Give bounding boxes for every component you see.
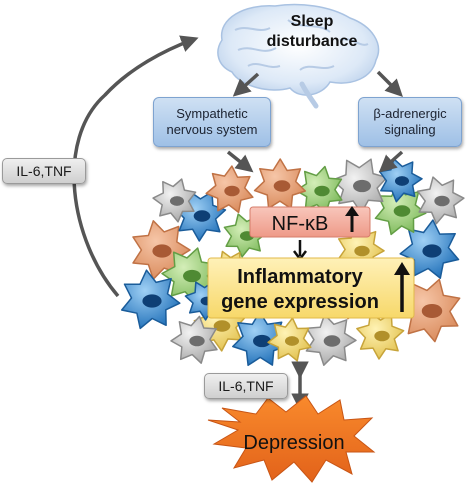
cell-nucleus: [323, 335, 341, 347]
cell-nucleus: [169, 196, 185, 206]
cell-nucleus: [421, 303, 443, 319]
sympathetic-nervous-system-box: Sympathetic nervous system: [153, 97, 271, 147]
beta-adrenergic-box: β-adrenergic signaling: [358, 97, 462, 147]
sympathetic-line2: nervous system: [166, 122, 258, 137]
cell-nucleus: [152, 244, 172, 258]
brain-label-line1: Sleep: [290, 13, 334, 30]
sympathetic-line1: Sympathetic: [176, 106, 248, 121]
brain-label-line2: disturbance: [266, 33, 358, 50]
cell-nucleus: [189, 335, 205, 347]
cell-nucleus: [422, 244, 442, 258]
cell-nucleus: [284, 336, 300, 346]
inflammatory-line2: gene expression: [221, 291, 379, 313]
cell-nucleus: [142, 294, 162, 308]
cell-nucleus: [253, 334, 271, 348]
nfkb-label: NF-κB: [272, 213, 329, 235]
feedback-loop-arrow: [72, 35, 199, 298]
arrow-brain-to-sympathetic: [232, 72, 260, 97]
cell-nucleus: [394, 176, 410, 186]
cell-nucleus: [183, 269, 201, 283]
depression-label: Depression: [243, 432, 344, 454]
arrow-sympathetic-to-cells: [226, 150, 254, 173]
inflammatory-box: [207, 257, 415, 319]
cell-nucleus: [273, 180, 291, 192]
cytokines-top-label: IL-6,TNF: [16, 163, 72, 179]
beta-line2: signaling: [384, 122, 436, 137]
brain-label: Sleep disturbance: [262, 12, 362, 52]
cell-nucleus: [353, 179, 371, 193]
cytokines-bottom-label: IL-6,TNF: [218, 378, 274, 394]
cell-nucleus: [193, 210, 211, 222]
brain-icon: [217, 3, 380, 109]
cell-cluster: [120, 158, 465, 367]
cell-nucleus: [213, 320, 231, 332]
cell-nucleus: [354, 245, 370, 257]
cell-nucleus: [434, 195, 450, 207]
cell-nucleus: [314, 185, 330, 197]
arrow-brain-to-beta: [376, 70, 403, 97]
cell-nucleus: [224, 185, 240, 197]
cytokines-top-box: IL-6,TNF: [2, 158, 86, 184]
nfkb-box: [249, 206, 371, 238]
beta-line1: β-adrenergic: [373, 106, 447, 121]
inflammatory-line1: Inflammatory: [237, 266, 363, 288]
cell-nucleus: [393, 205, 411, 217]
cell-nucleus: [374, 330, 390, 342]
arrow-beta-to-cells: [378, 150, 404, 173]
cytokines-bottom-box: IL-6,TNF: [204, 373, 288, 399]
depression-burst: [207, 395, 376, 483]
